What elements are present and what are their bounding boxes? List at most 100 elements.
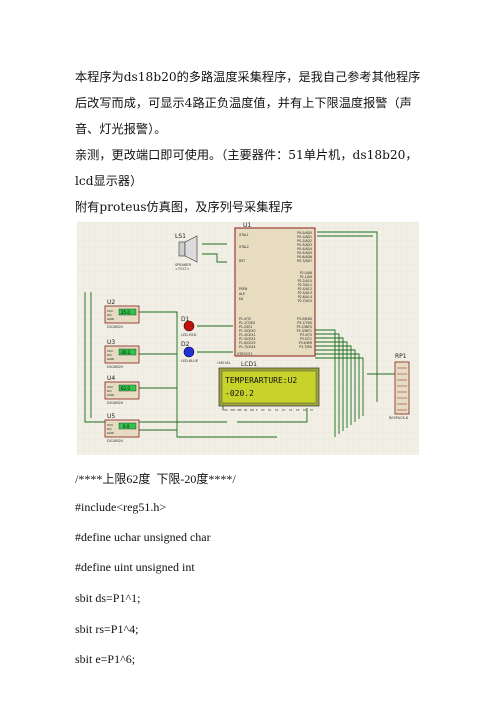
speaker-ls1: LS1 SPEAKER <TEXT> — [175, 233, 198, 271]
sensor-u2: U2 25.0 VCC DQ GND DS18B20 — [104, 299, 140, 329]
mcu-pin-p16: P1.6/CEX3 — [239, 341, 256, 345]
sensor-u5-ref: U5 — [107, 413, 115, 420]
lcd-pin-rw: RW — [250, 409, 255, 412]
sensor-pin-vcc: VCC — [107, 309, 113, 313]
mcu-pin-p20: P2.0/A8 — [300, 271, 312, 275]
sensor-pin-dq: DQ — [107, 389, 112, 393]
mcu-pin-p10: P1.0/T2 — [239, 317, 251, 321]
mcu-pin-p23: P2.3/A11 — [298, 283, 312, 287]
sensor-pin-dq: DQ — [107, 313, 112, 317]
lcd-pin-vdd: VDD — [230, 409, 235, 412]
lcd-pin-vee: VEE — [237, 409, 242, 412]
sensor-pin-vcc: VCC — [107, 423, 113, 427]
sensor-u3-ref: U3 — [107, 339, 115, 346]
sensor-u3: U3 -20.2 VCC DQ GND DS18B20 — [104, 339, 140, 369]
mcu-pin-p33: P3.3/INT1 — [297, 329, 312, 333]
rp-part: RESPACK-8 — [389, 416, 408, 420]
test-note-paragraph: 亲测，更改端口即可使用。（主要器件：51单片机，ds18b20，lcd显示器） — [75, 148, 418, 188]
sensor-u3-part: DS18B20 — [107, 365, 123, 369]
mcu-pin-p31: P3.1/TXD — [297, 321, 312, 325]
lcd-pin-d7: D7 — [310, 409, 314, 412]
sensor-pin-dq: DQ — [107, 427, 112, 431]
code-line: sbit e=P1^6; — [75, 652, 136, 666]
lcd-ref: LCD1 — [241, 361, 257, 368]
lcd-pin-d1: D1 — [268, 409, 272, 412]
mcu-pin-p11: P1.1/T2EX — [239, 321, 256, 325]
sensor-pin-vcc: VCC — [107, 385, 113, 389]
attachment-note-paragraph: 附有proteus仿真图，及序列号采集程序 — [75, 200, 293, 214]
mcu-pin-p30: P3.0/RXD — [297, 317, 312, 321]
mcu-pin-rst: RST — [239, 259, 245, 263]
resistor-pack-rp1: RP1 RESPACK-8 — [389, 353, 410, 420]
mcu-pin-p03: P0.3/AD3 — [297, 243, 312, 247]
mcu-pin-p27: P2.7/A15 — [298, 299, 312, 303]
mcu-pin-p36: P3.6/WR — [299, 341, 313, 345]
sensor-u4-ref: U4 — [107, 375, 115, 382]
mcu-pin-p26: P2.6/A14 — [298, 295, 312, 299]
mcu-pin-xtal2: XTAL2 — [239, 245, 249, 249]
mcu-u1: U1 AT89C51 XTAL1 XTAL2 RST PSEN ALE EA P… — [234, 222, 316, 357]
lcd-pin-d2: D2 — [275, 409, 279, 412]
proteus-schematic-figure: U1 AT89C51 XTAL1 XTAL2 RST PSEN ALE EA P… — [77, 222, 419, 455]
mcu-pin-p24: P2.4/A12 — [298, 287, 312, 291]
lcd-part: LM016L — [217, 361, 231, 365]
mcu-pin-ea: EA — [239, 297, 244, 301]
speaker-text: <TEXT> — [175, 267, 190, 271]
sensor-pin-gnd: GND — [107, 393, 115, 397]
mcu-pin-ale: ALE — [239, 292, 245, 296]
mcu-body — [234, 227, 316, 357]
sensor-u4-reading: 62.0 — [121, 386, 130, 391]
code-line: #include<reg51.h> — [75, 500, 167, 514]
speaker-ref: LS1 — [175, 233, 186, 240]
mcu-pin-p00: P0.0/AD0 — [297, 231, 312, 235]
mcu-pin-p22: P2.2/A10 — [298, 279, 312, 283]
mcu-pin-p25: P2.5/A13 — [298, 291, 312, 295]
lcd-pin-e: E — [256, 409, 258, 412]
led-d1-ref: D1 — [181, 316, 190, 323]
blue-led-icon — [183, 346, 195, 358]
led-d1-part: LED-RED — [181, 333, 197, 337]
mcu-pin-p02: P0.2/AD2 — [297, 239, 312, 243]
mcu-pin-p37: P3.7/RD — [299, 345, 312, 349]
mcu-pin-p01: P0.1/AD1 — [297, 235, 312, 239]
sensor-u2-ref: U2 — [107, 299, 115, 306]
lcd-pin-rs: RS — [244, 409, 248, 412]
wires — [84, 231, 395, 438]
sensor-u5-part: DS18B20 — [107, 439, 123, 443]
lcd-pin-d3: D3 — [282, 409, 286, 412]
lcd-module: LCD1 LM016L TEMPERARTURE:U2 -020.2 VSS V… — [217, 361, 320, 412]
code-line: #define uchar unsigned char — [75, 530, 211, 544]
mcu-pin-p35: P3.5/T1 — [300, 337, 312, 341]
mcu-part: AT89C51 — [237, 352, 253, 356]
mcu-pin-p05: P0.5/AD5 — [297, 251, 312, 255]
code-line: /****上限62度 下限-20度****/ — [75, 472, 236, 486]
led-d2-ref: D2 — [181, 341, 190, 348]
code-line: sbit rs=P1^4; — [75, 622, 139, 636]
red-led-icon — [183, 320, 195, 332]
mcu-pin-p04: P0.4/AD4 — [297, 247, 312, 251]
lcd-pin-d5: D5 — [296, 409, 300, 412]
led-d2-part: LED-BLUE — [181, 359, 198, 363]
sensor-u2-reading: 25.0 — [121, 310, 130, 315]
rp-ref: RP1 — [395, 353, 407, 360]
mcu-pin-p17: P1.7/CEX4 — [239, 345, 256, 349]
sensor-u5: U5 0.0 VCC DQ GND DS18B20 — [104, 413, 140, 443]
code-line: #define uint unsigned int — [75, 560, 195, 574]
mcu-pin-p21: P2.1/A9 — [300, 275, 312, 279]
mcu-pin-p06: P0.6/AD6 — [297, 255, 312, 259]
sensor-u3-reading: -20.2 — [120, 350, 131, 355]
sensor-pin-gnd: GND — [107, 431, 115, 435]
sensor-u5-reading: 0.0 — [123, 424, 130, 429]
mcu-pin-p14: P1.4/CEX1 — [239, 333, 256, 337]
intro-paragraph: 本程序为ds18b20的多路温度采集程序，是我自己参考其他程序后改写而成，可显示… — [75, 70, 421, 136]
mcu-ref: U1 — [243, 222, 251, 229]
speaker-icon — [184, 235, 198, 263]
lcd-pin-vss: VSS — [223, 409, 228, 412]
code-line: sbit ds=P1^1; — [75, 591, 141, 605]
speaker-part: SPEAKER — [175, 263, 191, 267]
sensor-pin-vcc: VCC — [107, 349, 113, 353]
lcd-pin-d4: D4 — [289, 409, 293, 412]
lcd-line-2: -020.2 — [225, 389, 254, 398]
sensor-u4: U4 62.0 VCC DQ GND DS18B20 — [104, 375, 140, 405]
mcu-pin-p32: P3.2/INT0 — [297, 325, 312, 329]
